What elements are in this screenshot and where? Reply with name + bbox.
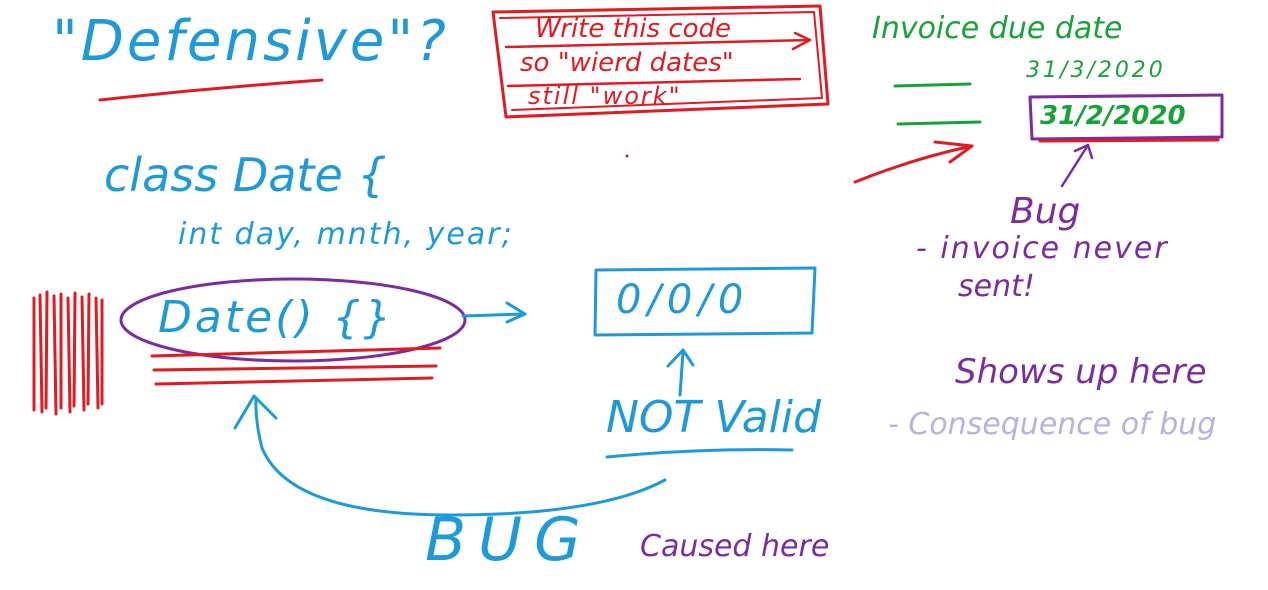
caused-here-text: Caused here <box>640 529 830 564</box>
zero-date-box <box>593 266 817 337</box>
invoice-label: Invoice due date <box>872 11 1123 46</box>
shows-up-text: Shows up here <box>955 352 1207 392</box>
red-dot <box>625 154 629 158</box>
bug-curve-arrow-head <box>233 394 278 430</box>
title: "Defensive"? <box>52 9 449 74</box>
zero-date: 0/0/0 <box>616 277 750 323</box>
invoice-date: 31/3/2020 <box>1026 58 1166 83</box>
red-arrow <box>853 144 974 184</box>
class-declaration: class Date { <box>104 148 387 202</box>
bug-line-2: sent! <box>958 269 1035 304</box>
red-note-line-3: still "work" <box>528 82 682 110</box>
green-dash-2 <box>896 120 982 126</box>
bug-line-1: - invoice never <box>916 231 1169 266</box>
bad-date-underline <box>1038 138 1220 143</box>
red-arrow-head <box>933 140 974 164</box>
red-note-arrowhead <box>791 31 812 51</box>
consequence-text: - Consequence of bug <box>888 407 1217 442</box>
not-valid-arrow-head <box>666 348 695 368</box>
constructor-text: Date() {} <box>158 292 395 343</box>
constructor-underline-3 <box>154 376 434 386</box>
red-note-line-1: Write this code <box>535 14 732 44</box>
bug-big-text: BUG <box>425 505 593 575</box>
bug-label: Bug <box>1010 191 1081 232</box>
bad-date-box <box>1028 93 1224 141</box>
constructor-ellipse <box>119 277 467 363</box>
red-note-rule-1 <box>504 38 812 49</box>
not-valid-text: NOT Valid <box>606 392 822 443</box>
class-fields: int day, mnth, year; <box>178 217 514 252</box>
bug-pointer-head <box>1073 143 1094 160</box>
blue-arrow-to-zero <box>461 312 525 318</box>
red-note-box-inner <box>499 11 823 111</box>
bug-curve-arrow <box>254 396 667 517</box>
invoice-bad-date: 31/2/2020 <box>1040 101 1186 131</box>
constructor-underline-2 <box>152 364 438 372</box>
blue-arrow-to-zero-head <box>505 301 527 324</box>
not-valid-arrow <box>678 350 685 397</box>
not-valid-underline <box>605 448 794 459</box>
red-note-rule-2 <box>506 77 802 88</box>
red-scribble <box>32 290 104 416</box>
constructor-underline-1 <box>150 346 442 358</box>
red-note-box <box>491 4 830 119</box>
bug-pointer <box>1060 143 1090 188</box>
green-dash-1 <box>893 82 972 88</box>
red-note-line-2: so "wierd dates" <box>520 48 734 78</box>
title-underline <box>98 78 324 102</box>
